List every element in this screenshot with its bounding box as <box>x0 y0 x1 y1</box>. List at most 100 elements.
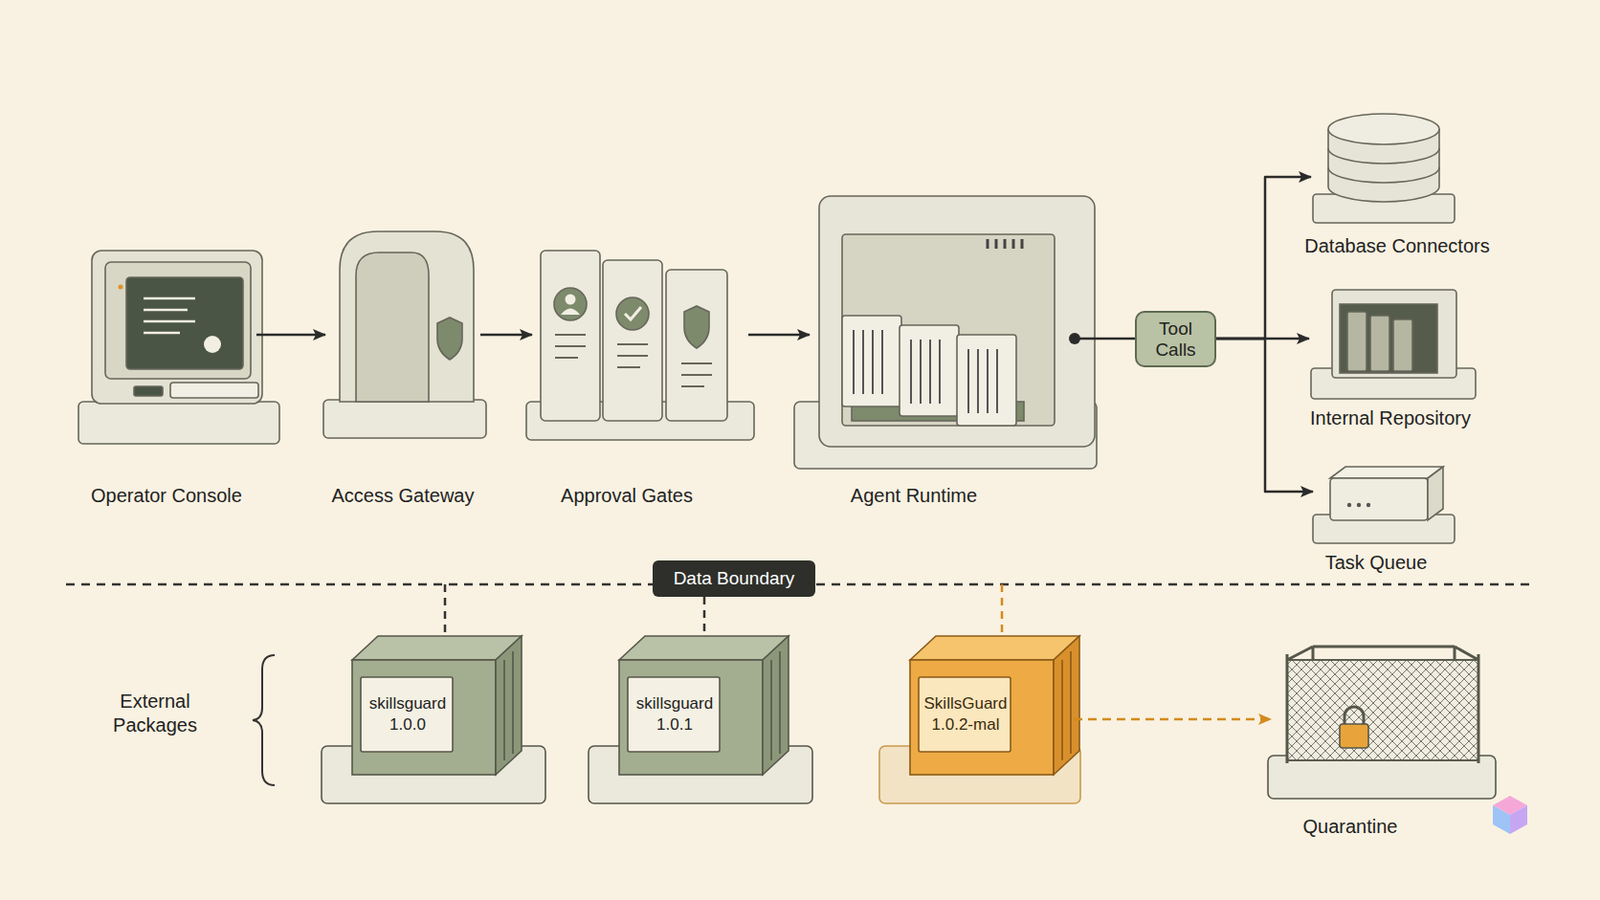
gate-panel <box>602 260 663 422</box>
gate-panel <box>666 269 728 422</box>
screen-dot <box>203 335 222 354</box>
crate-label <box>360 677 453 753</box>
binder <box>1347 311 1367 372</box>
crate-side <box>495 636 522 776</box>
connector <box>1216 338 1313 492</box>
connector-dot <box>1068 333 1081 345</box>
node-label: Quarantine <box>1254 815 1446 839</box>
node-label: Internal Repository <box>1285 406 1496 430</box>
monitor <box>91 250 263 404</box>
crate-top <box>910 636 1080 661</box>
group-label: External Packages <box>97 689 213 738</box>
crate-side <box>1053 636 1080 776</box>
node-label: Database Connectors <box>1291 234 1503 258</box>
check-icon <box>616 297 649 331</box>
quarantine-cage <box>1267 646 1496 800</box>
approval-illustration <box>526 250 755 441</box>
repository-illustration <box>1311 289 1476 400</box>
crate-front <box>619 660 763 776</box>
cube-left <box>1492 805 1511 835</box>
crate-slats <box>1062 651 1071 761</box>
connector <box>748 333 810 337</box>
malicious-crate <box>879 636 1081 804</box>
plinth <box>78 401 280 445</box>
keyboard <box>170 382 259 399</box>
repository-node: Internal Repository <box>1309 282 1478 431</box>
package-node: skillsguard 1.0.0 <box>321 631 546 809</box>
led <box>1366 503 1371 508</box>
package-crate <box>321 636 546 804</box>
binder <box>1393 319 1413 372</box>
node-label: Data Boundary <box>673 568 796 590</box>
node-label: skillsguard 1.0.0 <box>358 693 457 736</box>
connector <box>480 333 533 337</box>
cabinet <box>1332 289 1457 378</box>
crate-side <box>762 636 789 776</box>
padlock <box>1339 724 1369 749</box>
console-illustration <box>78 250 280 445</box>
check-mark <box>624 307 642 320</box>
crate-slats <box>504 651 513 761</box>
crate-slats <box>771 651 780 761</box>
cylinder-top <box>1328 113 1440 145</box>
shield-icon <box>437 317 463 360</box>
server-slots <box>853 330 998 414</box>
arch <box>339 231 474 402</box>
gate-panel <box>540 250 600 422</box>
box-side <box>1427 466 1444 521</box>
panel-lines <box>617 344 648 368</box>
connector <box>1073 718 1271 722</box>
gateway-node: Access Gateway <box>325 220 481 517</box>
crate-label <box>627 677 720 753</box>
mouse <box>133 386 163 397</box>
console-node: Operator Console <box>76 239 257 517</box>
cage-back <box>1287 660 1479 761</box>
screen-lines <box>143 298 196 334</box>
crate-front <box>910 660 1054 776</box>
node-label: SkillsGuard 1.0.2-mal <box>916 693 1015 736</box>
quarantine-node: Quarantine <box>1270 645 1498 843</box>
panel-lines <box>681 363 712 387</box>
plinth <box>1267 755 1496 800</box>
malicious-package-node: SkillsGuard 1.0.2-mal <box>875 631 1074 809</box>
box-front <box>1330 478 1428 521</box>
runtime-cavity <box>842 234 1055 426</box>
connector <box>1216 337 1310 341</box>
vent <box>987 239 1023 249</box>
queue-illustration <box>1312 466 1455 544</box>
package-crate <box>588 636 813 804</box>
screen <box>126 277 244 370</box>
node-label: Approval Gates <box>531 484 723 508</box>
binder <box>1370 315 1390 372</box>
cylinder-bands <box>1328 148 1440 183</box>
runtime-cabinet <box>819 196 1095 447</box>
cabinet-inner <box>1339 304 1438 374</box>
node-label: skillsguard 1.0.1 <box>625 693 724 736</box>
cube-right <box>1510 805 1528 835</box>
boundary-link <box>1000 584 1004 636</box>
gateway-illustration <box>323 231 487 439</box>
led <box>1347 503 1352 508</box>
approval-node: Approval Gates <box>532 239 749 517</box>
plinth <box>323 400 487 439</box>
person-icon <box>554 288 587 321</box>
crate-top <box>352 636 522 661</box>
connector <box>256 333 326 337</box>
boundary-link <box>444 584 447 640</box>
watermark-cube <box>1492 796 1528 835</box>
boundary-tag: Data Boundary <box>652 560 816 598</box>
runtime-node: Agent Runtime <box>809 186 1074 517</box>
cage-posts <box>1287 646 1479 764</box>
node-label: Agent Runtime <box>818 484 1010 508</box>
database-node: Database Connectors <box>1311 105 1465 264</box>
cage-mesh <box>1287 660 1479 761</box>
runtime-illustration <box>794 196 1097 469</box>
node-label: Task Queue <box>1280 551 1472 575</box>
connector <box>1073 337 1135 341</box>
led <box>1356 503 1361 508</box>
crate-top <box>619 636 789 661</box>
connector <box>1216 177 1312 339</box>
